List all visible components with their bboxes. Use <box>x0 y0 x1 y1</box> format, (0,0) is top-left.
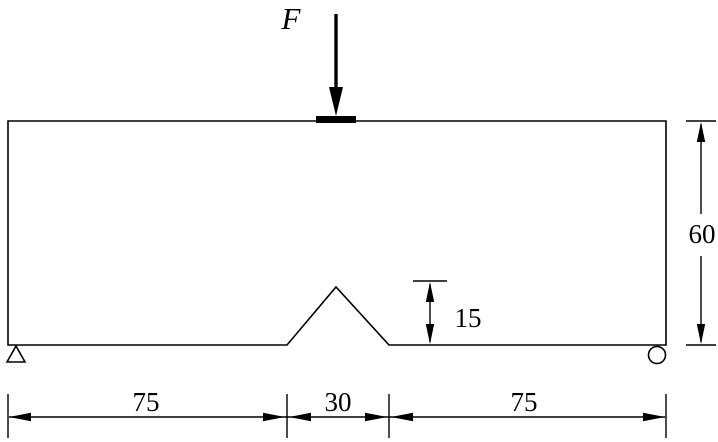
bottom-dim-arrow-left-1 <box>9 412 31 422</box>
bottom-dim-arrow-left-2 <box>289 412 311 422</box>
load-plate <box>316 116 356 123</box>
notch-width-label: 30 <box>325 387 352 417</box>
right-span-label: 75 <box>511 387 538 417</box>
notch-height-dimension: 15 <box>413 280 482 344</box>
height-dim-label: 60 <box>689 219 716 249</box>
bottom-dim-arrow-right-3 <box>643 412 665 422</box>
notched-beam-outline <box>7 120 667 346</box>
bottom-dim-arrow-right-2 <box>365 412 387 422</box>
height-dim-arrow-down <box>696 324 706 344</box>
height-dimension: 60 <box>686 120 716 346</box>
bottom-dim-arrow-left-3 <box>391 412 413 422</box>
bottom-dimension: 75 30 75 <box>7 387 667 438</box>
force-arrowhead <box>329 87 343 116</box>
force-arrow-icon <box>316 14 356 123</box>
notch-dim-label: 15 <box>455 303 482 333</box>
notch-dim-arrow-down <box>425 324 435 344</box>
left-span-label: 75 <box>133 387 160 417</box>
pin-support-icon <box>5 344 27 363</box>
height-dim-arrow-up <box>696 122 706 142</box>
force-label: F <box>281 1 302 36</box>
roller-support-icon <box>647 345 667 365</box>
bottom-dim-arrow-right-1 <box>263 412 285 422</box>
notch-dim-arrow-up <box>425 282 435 302</box>
